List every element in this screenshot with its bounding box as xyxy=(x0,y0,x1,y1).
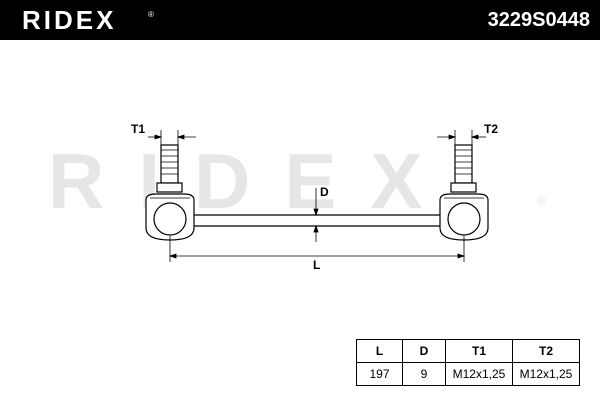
label-d: D xyxy=(320,185,329,199)
dimension-l xyxy=(168,236,466,262)
spec-value-d: 9 xyxy=(402,362,446,386)
spec-value-l: 197 xyxy=(356,362,403,386)
left-ball-joint xyxy=(145,144,195,241)
watermark-logo: RIDEX xyxy=(48,137,456,225)
rod xyxy=(188,214,446,227)
brand-logo: RIDEX xyxy=(22,5,117,35)
dimension-d xyxy=(313,188,319,242)
header-bar: RIDEX ® 3229S0448 xyxy=(0,0,600,40)
dimension-t2 xyxy=(437,130,486,145)
dimension-t1 xyxy=(148,130,196,145)
spec-header-l: L xyxy=(356,339,403,363)
spec-table-header-row: L D T1 T2 xyxy=(356,339,580,363)
part-number: 3229S0448 xyxy=(487,9,590,31)
right-ball-joint xyxy=(439,144,489,241)
label-l: L xyxy=(313,258,320,272)
watermark-registered-mark: ® xyxy=(537,194,546,208)
spec-value-t2: M12x1,25 xyxy=(512,362,580,386)
spec-header-t2: T2 xyxy=(512,339,580,363)
spec-header-d: D xyxy=(402,339,446,363)
spec-header-t1: T1 xyxy=(445,339,513,363)
spec-value-t1: M12x1,25 xyxy=(445,362,513,386)
spec-table: L D T1 T2 197 9 M12x1,25 M12x1,25 xyxy=(356,339,580,386)
label-t1: T1 xyxy=(131,122,145,136)
label-t2: T2 xyxy=(484,122,498,136)
spec-table-value-row: 197 9 M12x1,25 M12x1,25 xyxy=(356,362,580,386)
stabilizer-link-drawing: RIDEX ® xyxy=(48,122,546,272)
brand-registered-mark: ® xyxy=(148,10,154,19)
